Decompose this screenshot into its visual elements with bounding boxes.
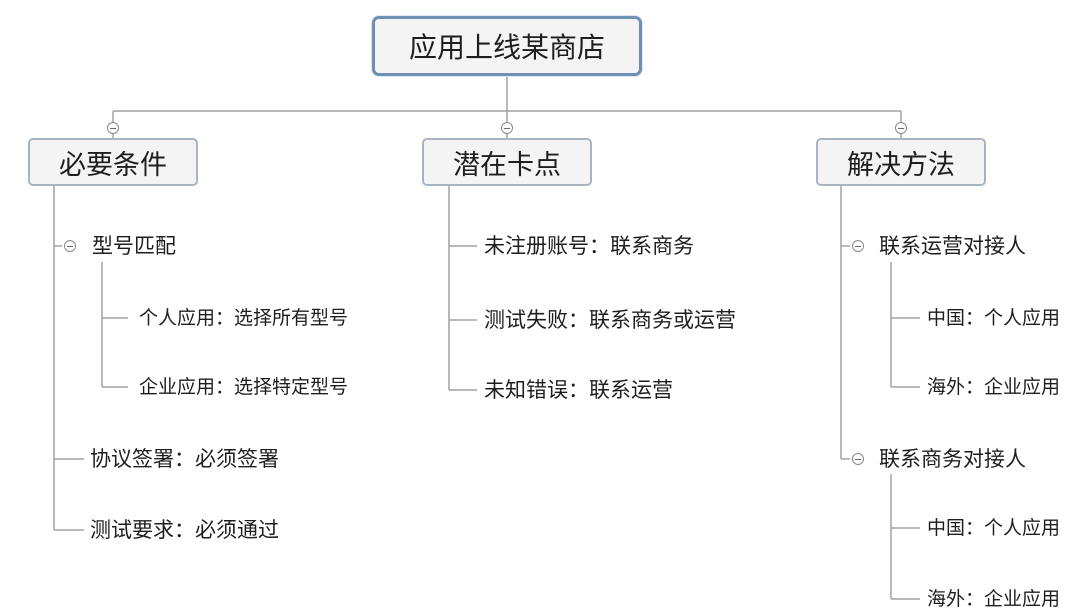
subtopic-biz-contact[interactable]: 联系商务对接人: [876, 447, 1029, 471]
collapse-toggle-icon[interactable]: [895, 122, 907, 134]
branch-topic-blockers[interactable]: 潜在卡点: [422, 138, 592, 186]
branch-topic-solutions[interactable]: 解决方法: [816, 138, 986, 186]
subtopic-personal-app-models[interactable]: 个人应用：选择所有型号: [136, 306, 352, 330]
subtopic-model-match[interactable]: 型号匹配: [89, 234, 179, 258]
subtopic-biz-overseas[interactable]: 海外：企业应用: [924, 587, 1064, 611]
subtopic-ops-china[interactable]: 中国：个人应用: [924, 306, 1064, 330]
subtopic-enterprise-app-models[interactable]: 企业应用：选择特定型号: [136, 375, 352, 399]
subtopic-unregistered-account[interactable]: 未注册账号：联系商务: [481, 234, 697, 258]
collapse-toggle-icon[interactable]: [852, 240, 864, 252]
subtopic-ops-contact[interactable]: 联系运营对接人: [876, 234, 1029, 258]
collapse-toggle-icon[interactable]: [852, 453, 864, 465]
collapse-toggle-icon[interactable]: [64, 240, 76, 252]
root-topic[interactable]: 应用上线某商店: [372, 16, 642, 76]
subtopic-test-failed[interactable]: 测试失败：联系商务或运营: [481, 308, 739, 332]
subtopic-testing[interactable]: 测试要求：必须通过: [87, 518, 282, 542]
collapse-toggle-icon[interactable]: [501, 122, 513, 134]
subtopic-ops-overseas[interactable]: 海外：企业应用: [924, 375, 1064, 399]
branch-topic-requirements[interactable]: 必要条件: [28, 138, 198, 186]
subtopic-biz-china[interactable]: 中国：个人应用: [924, 516, 1064, 540]
collapse-toggle-icon[interactable]: [107, 122, 119, 134]
subtopic-agreement[interactable]: 协议签署：必须签署: [87, 447, 282, 471]
subtopic-unknown-error[interactable]: 未知错误：联系运营: [481, 378, 676, 402]
